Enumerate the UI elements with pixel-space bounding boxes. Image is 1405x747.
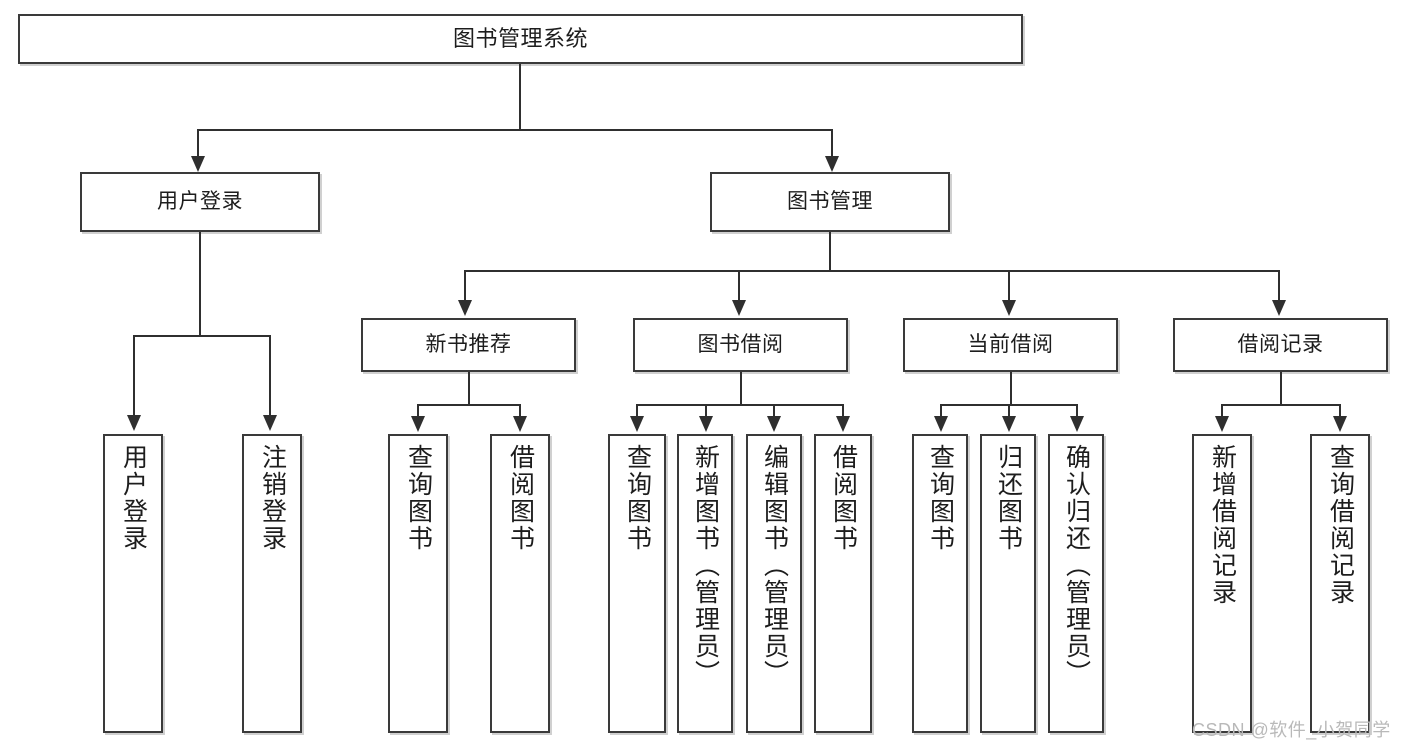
arrow-br-to-leaf-2 xyxy=(1333,416,1347,432)
arrow-bm-to-borrow-record xyxy=(1272,300,1286,316)
connector-current-borrow-stem xyxy=(1010,372,1012,406)
connector-new-book-stem xyxy=(468,372,470,406)
node-root-book-management-system[interactable]: 图书管理系统 xyxy=(18,14,1023,64)
node-label: 图书借阅 xyxy=(697,332,784,356)
connector-root-to-book-management xyxy=(831,129,833,158)
leaf-confirm-return-admin[interactable]: 确认归还（管理员） xyxy=(1048,434,1104,733)
connector-br-to-leaf-2 xyxy=(1339,404,1341,418)
node-borrow-record[interactable]: 借阅记录 xyxy=(1173,318,1388,372)
connector-cb-to-leaf-3 xyxy=(1076,404,1078,418)
connector-bb-to-leaf-1 xyxy=(636,404,638,418)
node-label: 查询图书 xyxy=(404,444,433,552)
arrow-bb-to-leaf-4 xyxy=(836,416,850,432)
connector-br-to-leaf-1 xyxy=(1221,404,1223,418)
connector-new-book-to-leaf-1 xyxy=(417,404,419,418)
arrow-cb-to-leaf-1 xyxy=(934,416,948,432)
leaf-query-book-borrow[interactable]: 查询图书 xyxy=(608,434,666,733)
leaf-edit-book-admin[interactable]: 编辑图书（管理员） xyxy=(746,434,802,733)
arrow-br-to-leaf-1 xyxy=(1215,416,1229,432)
arrow-root-to-book-management xyxy=(825,156,839,172)
arrow-cb-to-leaf-3 xyxy=(1070,416,1084,432)
csdn-watermark: CSDN @软件_小贺同学 xyxy=(1192,720,1391,740)
connector-bb-to-leaf-2 xyxy=(705,404,707,418)
leaf-user-login[interactable]: 用户登录 xyxy=(103,434,163,733)
connector-borrow-record-stem xyxy=(1280,372,1282,406)
connector-book-borrow-bar xyxy=(636,404,844,406)
node-book-borrow[interactable]: 图书借阅 xyxy=(633,318,848,372)
arrow-bm-to-book-borrow xyxy=(732,300,746,316)
node-user-login[interactable]: 用户登录 xyxy=(80,172,320,232)
arrow-bm-to-current-borrow xyxy=(1002,300,1016,316)
node-label: 借阅图书 xyxy=(506,444,535,552)
node-label: 查询借阅记录 xyxy=(1326,444,1355,606)
leaf-return-book[interactable]: 归还图书 xyxy=(980,434,1036,733)
node-book-management[interactable]: 图书管理 xyxy=(710,172,950,232)
node-label: 用户登录 xyxy=(157,189,243,213)
arrow-new-book-to-leaf-2 xyxy=(513,416,527,432)
node-label: 新增图书（管理员） xyxy=(691,444,720,687)
connector-user-login-to-leaf-1 xyxy=(133,335,135,417)
node-label: 新增借阅记录 xyxy=(1208,444,1237,606)
connector-book-management-stem xyxy=(829,232,831,272)
leaf-add-book-admin[interactable]: 新增图书（管理员） xyxy=(677,434,733,733)
arrow-new-book-to-leaf-1 xyxy=(411,416,425,432)
leaf-add-borrow-record[interactable]: 新增借阅记录 xyxy=(1192,434,1252,733)
node-label: 当前借阅 xyxy=(967,332,1054,356)
node-label: 新书推荐 xyxy=(425,332,512,356)
connector-cb-to-leaf-1 xyxy=(940,404,942,418)
leaf-query-book-recommend[interactable]: 查询图书 xyxy=(388,434,448,733)
connector-bm-to-borrow-record xyxy=(1278,270,1280,302)
node-label: 归还图书 xyxy=(994,444,1023,552)
connector-book-borrow-stem xyxy=(740,372,742,406)
arrow-user-login-to-leaf-1 xyxy=(127,415,141,431)
arrow-bb-to-leaf-2 xyxy=(699,416,713,432)
arrow-bb-to-leaf-3 xyxy=(767,416,781,432)
node-label: 图书管理 xyxy=(787,189,873,213)
connector-bm-to-book-borrow xyxy=(738,270,740,302)
connector-book-management-bar xyxy=(464,270,1280,272)
connector-user-login-to-leaf-2 xyxy=(269,335,271,417)
connector-borrow-record-bar xyxy=(1221,404,1340,406)
connector-bb-to-leaf-3 xyxy=(773,404,775,418)
arrow-bm-to-new-book xyxy=(458,300,472,316)
node-label: 查询图书 xyxy=(623,444,652,552)
connector-bm-to-current-borrow xyxy=(1008,270,1010,302)
leaf-query-borrow-record[interactable]: 查询借阅记录 xyxy=(1310,434,1370,733)
leaf-borrow-book-recommend[interactable]: 借阅图书 xyxy=(490,434,550,733)
arrow-root-to-user-login xyxy=(191,156,205,172)
node-label: 借阅图书 xyxy=(829,444,858,552)
connector-root-stem xyxy=(519,64,521,130)
connector-user-login-bar xyxy=(133,335,269,337)
leaf-logout[interactable]: 注销登录 xyxy=(242,434,302,733)
arrow-cb-to-leaf-2 xyxy=(1002,416,1016,432)
node-label: 用户登录 xyxy=(119,444,148,552)
node-label: 注销登录 xyxy=(258,444,287,552)
connector-root-to-user-login xyxy=(197,129,199,158)
connector-root-bar xyxy=(197,129,833,131)
node-label: 编辑图书（管理员） xyxy=(760,444,789,687)
node-label: 确认归还（管理员） xyxy=(1062,444,1091,687)
leaf-borrow-book[interactable]: 借阅图书 xyxy=(814,434,872,733)
connector-user-login-stem xyxy=(199,232,201,336)
node-label: 查询图书 xyxy=(926,444,955,552)
connector-bm-to-new-book xyxy=(464,270,466,302)
node-label: 图书管理系统 xyxy=(452,26,588,52)
leaf-query-book-current[interactable]: 查询图书 xyxy=(912,434,968,733)
connector-new-book-bar xyxy=(417,404,521,406)
arrow-user-login-to-leaf-2 xyxy=(263,415,277,431)
connector-cb-to-leaf-2 xyxy=(1008,404,1010,418)
node-current-borrow[interactable]: 当前借阅 xyxy=(903,318,1118,372)
node-new-book-recommend[interactable]: 新书推荐 xyxy=(361,318,576,372)
connector-new-book-to-leaf-2 xyxy=(519,404,521,418)
node-label: 借阅记录 xyxy=(1237,332,1324,356)
arrow-bb-to-leaf-1 xyxy=(630,416,644,432)
connector-bb-to-leaf-4 xyxy=(842,404,844,418)
